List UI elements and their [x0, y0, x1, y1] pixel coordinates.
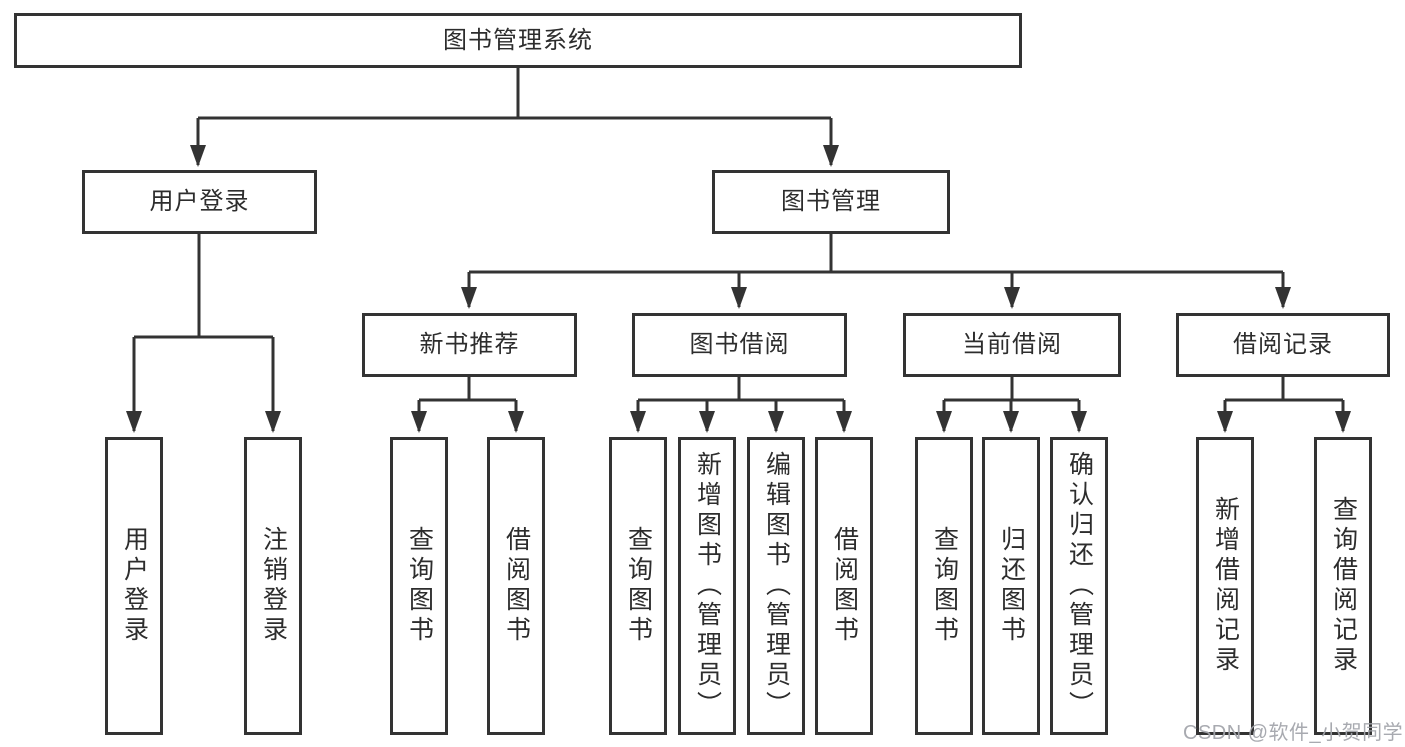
leaf-query-borrow-record: 查询借阅记录	[1314, 437, 1372, 735]
leaf-logout: 注销登录	[244, 437, 302, 735]
leaf-add-borrow-record: 新增借阅记录	[1196, 437, 1254, 735]
leaf-return-books: 归还图书	[982, 437, 1040, 735]
leaf-query-books-recommend: 查询图书	[390, 437, 448, 735]
leaf-add-books-admin: 新增图书（管理员）	[678, 437, 736, 735]
node-borrowing-records: 借阅记录	[1176, 313, 1390, 377]
watermark: CSDN @软件_小贺同学	[1183, 722, 1404, 744]
node-current-borrowing: 当前借阅	[903, 313, 1121, 377]
node-new-book-recommend: 新书推荐	[362, 313, 577, 377]
leaf-borrow-books-borrowing: 借阅图书	[815, 437, 873, 735]
leaf-edit-books-admin: 编辑图书（管理员）	[747, 437, 805, 735]
leaf-borrow-books-recommend: 借阅图书	[487, 437, 545, 735]
node-book-borrowing: 图书借阅	[632, 313, 847, 377]
leaf-query-books-borrowing: 查询图书	[609, 437, 667, 735]
node-root: 图书管理系统	[14, 13, 1022, 68]
leaf-confirm-return-admin: 确认归还（管理员）	[1050, 437, 1108, 735]
node-user-login: 用户登录	[82, 170, 317, 234]
leaf-user-login: 用户登录	[105, 437, 163, 735]
node-book-management: 图书管理	[712, 170, 950, 234]
leaf-query-books-current: 查询图书	[915, 437, 973, 735]
